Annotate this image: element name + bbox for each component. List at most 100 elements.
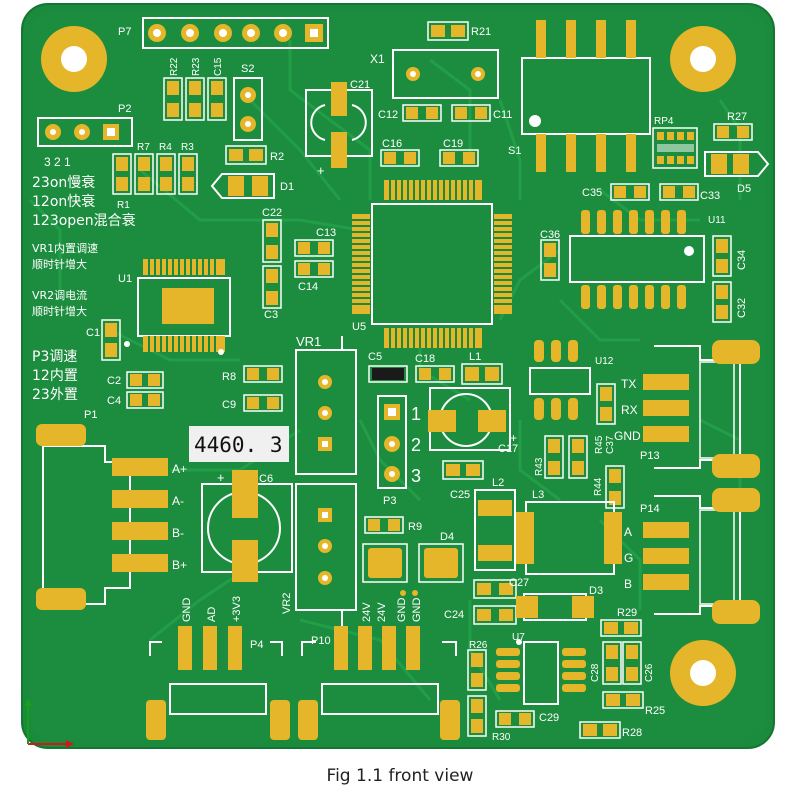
note-vr2-2: 顺时针增大 [32, 304, 87, 318]
label-r43: R43 [534, 457, 545, 476]
label-gnd: GND [614, 429, 641, 443]
label-p10-24v-2: 24V [376, 602, 388, 622]
label-r23: R23 [191, 57, 202, 76]
label-b-plus: B+ [172, 558, 187, 572]
label-d3: D3 [589, 585, 603, 597]
r21 [427, 21, 469, 41]
label-p4-ad: AD [206, 607, 218, 622]
r8-c9 [243, 365, 283, 412]
label-c36: C36 [540, 229, 560, 241]
silkscreen-notes: 3 2 1 23on慢衰 12on快衰 123open混合衰 VR1内置调速 顺… [32, 155, 641, 622]
label-c37: C37 [605, 435, 616, 454]
r43-r44-r45-c37 [544, 435, 625, 509]
r22-r23-c15 [163, 77, 227, 121]
r27 [713, 123, 753, 141]
label-rx: RX [621, 403, 638, 417]
label-c6-plus: + [217, 470, 225, 485]
s1-chip [521, 20, 651, 172]
label-u12: U12 [595, 356, 614, 367]
note-vr1-2: 顺时针增大 [32, 257, 87, 271]
display-box [189, 426, 289, 462]
note-p3-3: 23外置 [32, 387, 78, 403]
label-p3-pin1: 1 [411, 404, 421, 424]
label-c28: C28 [590, 663, 601, 682]
label-p2: P2 [118, 103, 131, 115]
label-c21: C21 [350, 79, 370, 91]
label-p3-pin2: 2 [411, 435, 421, 455]
label-c29: C29 [539, 712, 559, 724]
label-u7: U7 [512, 632, 525, 643]
label-x1: X1 [370, 52, 385, 66]
label-r2: R2 [270, 151, 284, 163]
label-a: A [624, 525, 632, 539]
note-123open: 123open混合衰 [32, 212, 136, 229]
label-p10: P10 [311, 635, 331, 647]
p10-connector [298, 626, 460, 740]
label-c6: C6 [259, 473, 273, 485]
u11-chip [569, 210, 705, 309]
label-d5: D5 [737, 183, 751, 195]
label-s1: S1 [508, 145, 521, 157]
label-c3: C3 [264, 309, 278, 321]
u5-mcu [352, 180, 512, 348]
label-r29: R29 [617, 607, 637, 619]
c27-c24-d3 [473, 579, 594, 625]
label-p3-pin3: 3 [411, 466, 421, 486]
c17-capacitor [428, 387, 511, 451]
d5-led [704, 151, 770, 177]
c25-l2 [442, 460, 516, 571]
u12-chip [529, 340, 616, 425]
label-c17-plus: + [510, 431, 517, 445]
label-p4-gnd: GND [181, 598, 193, 623]
s2-switch [233, 77, 263, 141]
c16-c19 [380, 149, 479, 167]
label-c18: C18 [415, 353, 435, 365]
label-p10-gnd-2: GND [411, 598, 423, 623]
label-r7: R7 [137, 142, 150, 153]
label-r1: R1 [117, 200, 130, 211]
figure-caption: Fig 1.1 front view [326, 766, 474, 786]
d1-diode [210, 173, 275, 199]
label-p4: P4 [250, 639, 263, 651]
label-c4: C4 [107, 395, 121, 407]
c12-c11 [402, 104, 491, 122]
label-c24: C24 [444, 609, 464, 621]
label-vr2: VR2 [281, 593, 293, 614]
r26-r30-c29 [467, 649, 535, 737]
label-c11: C11 [493, 109, 512, 121]
label-a-minus: A- [172, 494, 184, 508]
r28 [579, 721, 621, 739]
label-l1: L1 [469, 351, 481, 363]
label-r45: R45 [594, 435, 605, 454]
note-12on: 12on快衰 [32, 193, 95, 210]
label-p4-3v3: +3V3 [231, 596, 243, 622]
label-r26: R26 [469, 640, 488, 651]
label-c12: C12 [378, 109, 398, 121]
l3-inductor [516, 501, 622, 575]
label-c15: C15 [213, 57, 224, 76]
note-23on: 23on慢衰 [32, 174, 95, 191]
p13-connector [643, 340, 760, 478]
vr1-pot [295, 336, 357, 475]
c5-c18-l1 [368, 363, 503, 385]
label-pin-321: 3 2 1 [44, 155, 71, 169]
x1-crystal [392, 49, 499, 99]
label-c13: C13 [316, 227, 336, 239]
c34-c32 [712, 235, 732, 323]
label-l3: L3 [532, 489, 544, 501]
label-vr1: VR1 [296, 334, 321, 349]
label-u1: U1 [118, 273, 132, 285]
label-c19: C19 [443, 138, 463, 150]
p14-connector [643, 488, 760, 624]
label-d1: D1 [280, 181, 294, 193]
p7-header [142, 17, 329, 49]
u1-driver [137, 259, 231, 355]
label-c17: C17 [498, 443, 518, 455]
label-c21-plus: + [317, 163, 325, 178]
r25 [602, 691, 644, 709]
label-c2: C2 [107, 375, 121, 387]
note-vr1-1: VR1内置调速 [32, 241, 98, 255]
c1 [101, 319, 130, 361]
label-p3: P3 [383, 495, 396, 507]
